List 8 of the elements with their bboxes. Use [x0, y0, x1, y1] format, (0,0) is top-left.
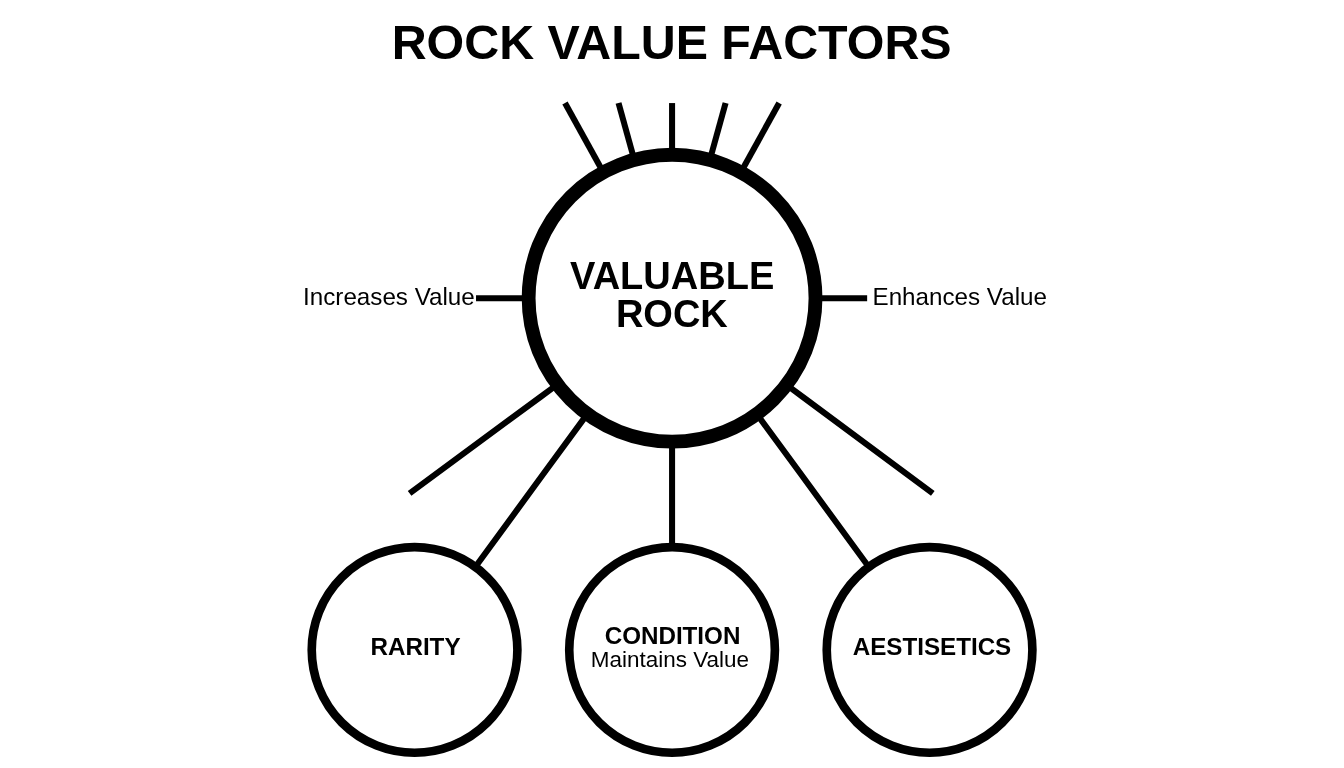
node-circle: RARITY	[306, 542, 522, 758]
node-circle: VALUABLE ROCK	[521, 147, 822, 449]
connector	[475, 295, 528, 302]
diagram-title: ROCK VALUE FACTORS	[391, 15, 952, 70]
node-circle: CONDITION Maintains Value	[564, 542, 779, 758]
node-text: Increases Value	[302, 282, 475, 310]
node-text: Enhances Value	[872, 282, 1047, 310]
node-circle: AESTISETICS	[821, 542, 1037, 758]
